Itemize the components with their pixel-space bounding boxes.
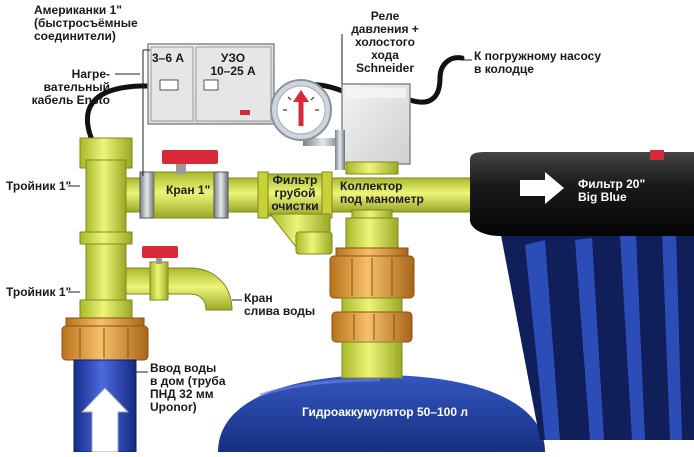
big-blue-filter-cap	[470, 150, 694, 236]
valve-handle	[162, 150, 218, 164]
tank-union	[329, 247, 415, 379]
label-accumulator: Гидроаккумулятор 50–100 л	[302, 405, 468, 419]
inlet-pipe	[73, 359, 137, 453]
american-fitting-left	[139, 171, 155, 219]
coarse-filter-body	[257, 171, 333, 255]
label-american-fittings: Американки 1" (быстросъёмные соединители…	[34, 3, 138, 43]
panel-breaker-label: 3–6 А	[152, 51, 185, 65]
manifold-riser	[345, 161, 399, 251]
drain-branch	[125, 246, 233, 311]
leader-lines	[68, 34, 472, 373]
inlet-union	[61, 317, 149, 361]
heating-cable	[84, 83, 175, 143]
pump-cable	[407, 55, 465, 105]
label-tee-lower: Тройник 1"	[6, 285, 72, 299]
label-manifold: Коллектор под манометр	[340, 179, 424, 206]
drain-valve-handle	[142, 246, 178, 258]
label-valve: Кран 1"	[166, 183, 211, 197]
flow-arrow-icon	[520, 172, 564, 204]
left-riser	[79, 137, 133, 319]
manometer	[270, 79, 345, 170]
filter-relief-button	[650, 150, 664, 160]
label-heating-cable: Нагре- вательный кабель Ensto	[31, 67, 110, 107]
label-coarse-filter: Фильтр грубой очистки	[271, 173, 319, 213]
label-to-pump: К погружному насосу в колодце	[474, 49, 601, 76]
valve-body	[153, 150, 218, 219]
electrical-panel	[147, 43, 275, 125]
accumulator-tank	[218, 375, 545, 452]
pressure-relay-box	[341, 83, 411, 165]
label-tee-upper: Тройник 1"	[6, 179, 72, 193]
label-drain-valve: Кран слива воды	[244, 291, 316, 318]
label-water-inlet: Ввод воды в дом (труба ПНД 32 мм Uponor)	[150, 361, 226, 414]
label-filter-big-blue: Фильтр 20" Big Blue	[578, 177, 646, 204]
big-blue-filter-housing	[500, 222, 694, 440]
label-pressure-relay: Реле давления + холостого хода Schneider	[351, 9, 419, 75]
panel-rcd-label: УЗО 10–25 А	[210, 51, 256, 78]
american-fitting-right	[213, 171, 229, 219]
